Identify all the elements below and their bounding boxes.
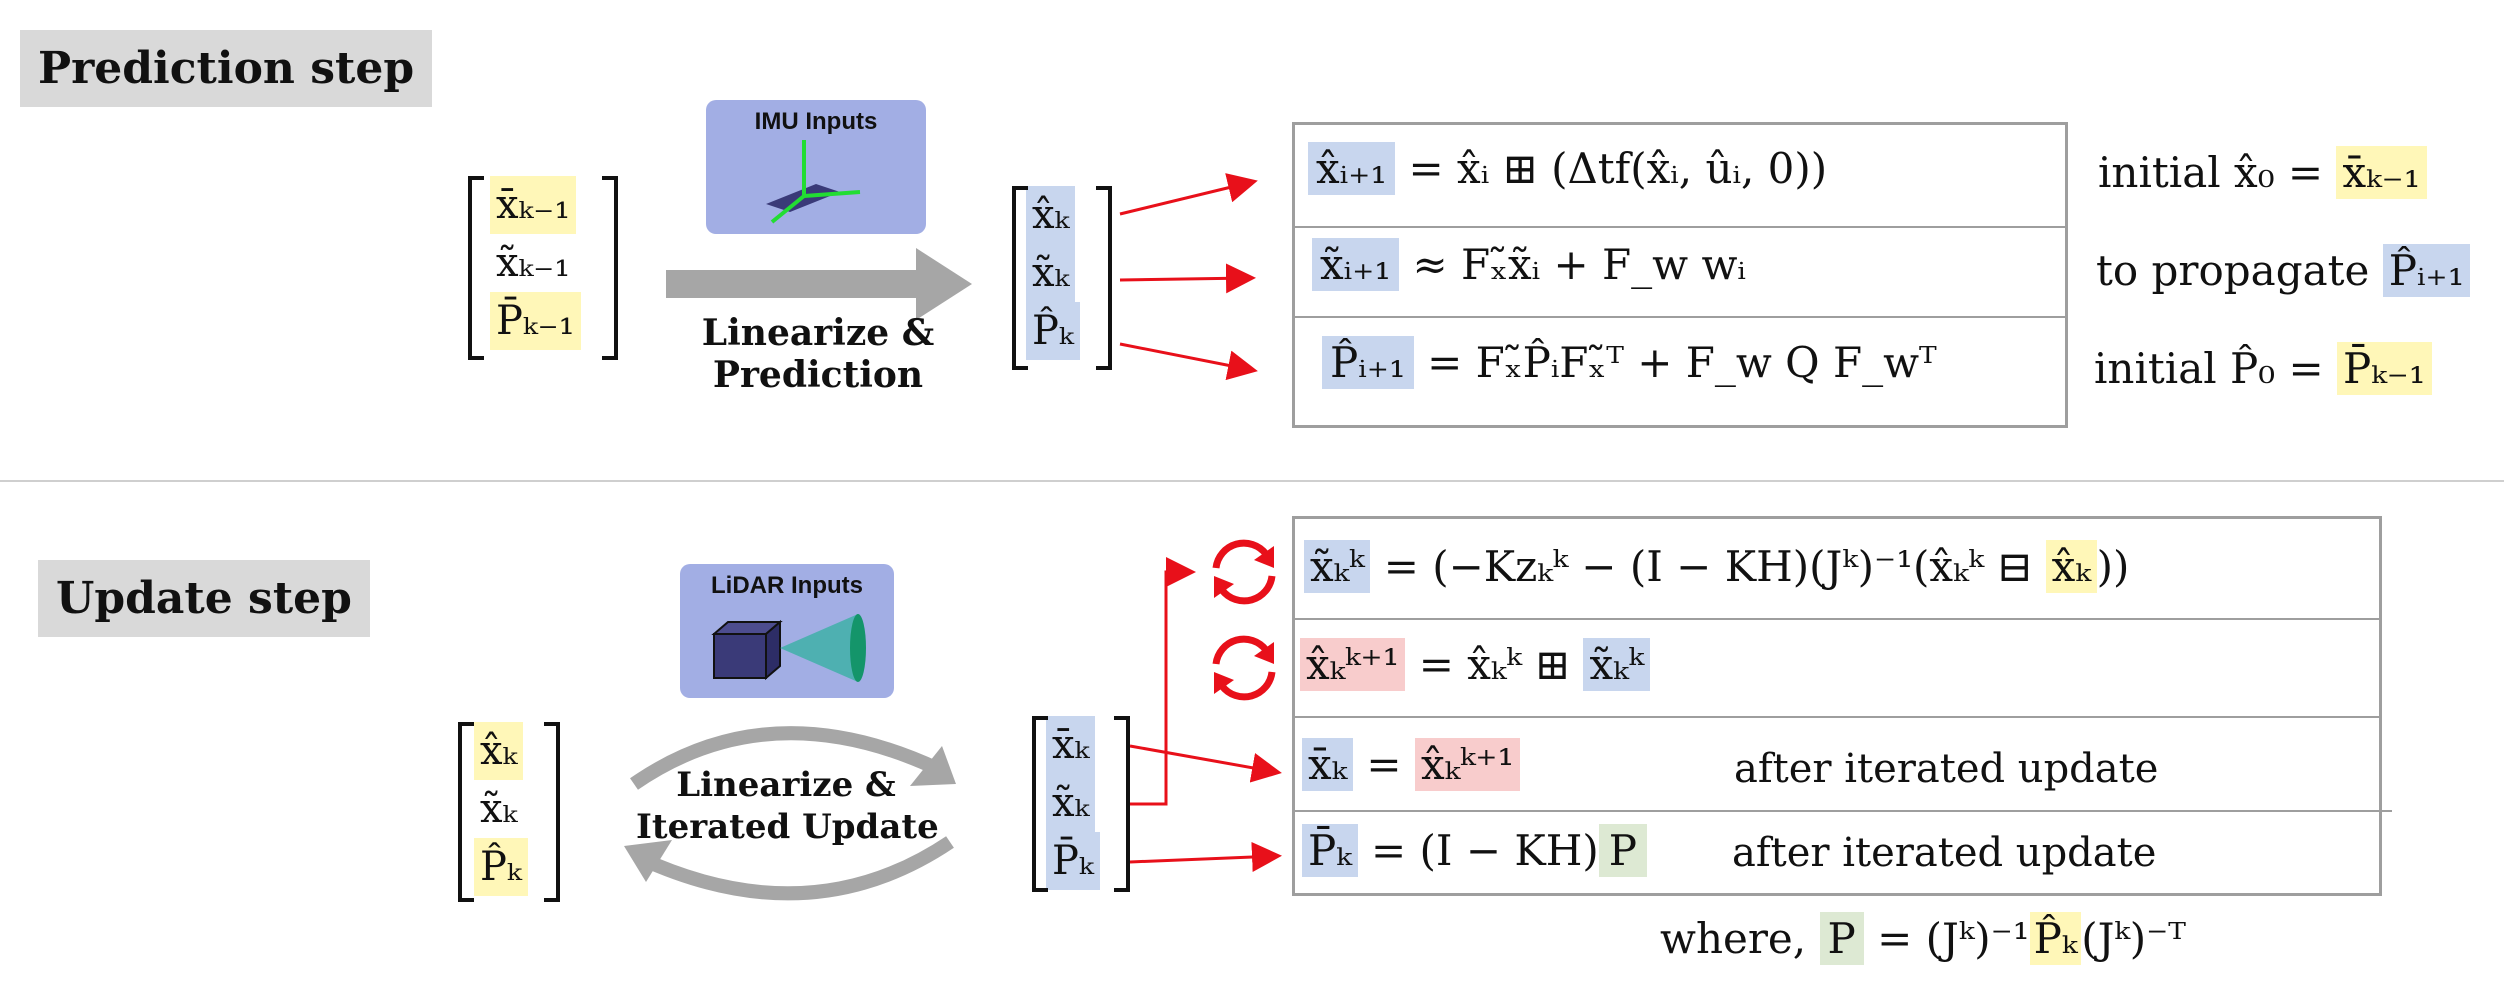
update-eq-covariance: P̄ₖ = (I − KH)P — [1302, 824, 1648, 877]
matrix-entry: P̄ₖ₋₁ — [490, 292, 581, 350]
arrow-to-eq1 — [1119, 173, 1258, 216]
prediction-eq-covariance: P̂ᵢ₊₁ = Fₓ̃P̂ᵢFₓ̃ᵀ + F_w Q F_wᵀ — [1322, 336, 1937, 389]
lidar-inputs-title: LiDAR Inputs — [711, 572, 863, 599]
matrix-entry: P̄ₖ — [1046, 832, 1100, 890]
note-highlight: P̂ᵢ₊₁ — [2382, 244, 2471, 297]
matrix-entry: P̂ₖ — [474, 838, 528, 896]
prediction-step-label: Prediction step — [20, 30, 433, 108]
eq-rhs: = (I − KH) — [1370, 826, 1599, 875]
prediction-eq-error-state: x̃ᵢ₊₁ ≈ Fₓ̃x̃ᵢ + F_w wᵢ — [1312, 238, 1746, 291]
eq-highlight: P — [1598, 824, 1648, 877]
prediction-note-initial-cov: initial P̂₀ = P̄ₖ₋₁ — [2094, 342, 2432, 395]
eq-rhs: = Fₓ̃P̂ᵢFₓ̃ᵀ + F_w Q F_wᵀ — [1427, 338, 1937, 387]
prediction-equation-box — [1292, 122, 2068, 428]
row-divider — [1292, 316, 2068, 318]
prediction-caption: Linearize & Prediction — [676, 312, 960, 396]
prediction-note-initial-state: initial x̂₀ = x̄ₖ₋₁ — [2098, 146, 2427, 199]
matrix-entry: x̃ₖ — [1026, 244, 1076, 302]
matrix-entry: x̄ₖ₋₁ — [490, 176, 577, 234]
caption-line: Linearize & — [701, 312, 935, 354]
row-divider — [1292, 810, 2392, 812]
row-divider — [1292, 226, 2068, 228]
lidar-sensor-box: LiDAR Inputs — [680, 564, 894, 698]
note-text: initial P̂₀ = — [2094, 344, 2324, 393]
where-highlight: P̂ₖ — [2029, 912, 2082, 965]
eq-lhs: x̂ₖᵏ⁺¹ — [1300, 638, 1406, 691]
eq-lhs: x̂ᵢ₊₁ — [1308, 142, 1396, 195]
matrix-entry: x̃ₖ — [1046, 774, 1096, 832]
eq-highlight: x̃ₖᵏ — [1583, 638, 1650, 691]
eq-lhs: P̂ᵢ₊₁ — [1322, 336, 1414, 389]
where-text: = (Jᵏ)⁻¹ — [1877, 914, 2030, 963]
row-divider — [1292, 618, 2382, 620]
arrow-to-eq3 — [1119, 342, 1258, 381]
eq-rhs: = x̂ᵢ ⊞ (Δtf(x̂ᵢ, ûᵢ, 0)) — [1408, 144, 1828, 193]
eq-lhs: x̄ₖ — [1302, 738, 1354, 791]
iteration-loop-icon — [1212, 539, 1276, 605]
row-divider — [1292, 716, 2382, 718]
imu-inputs-title: IMU Inputs — [754, 108, 878, 135]
eq-lhs: x̃ₖᵏ — [1304, 540, 1371, 593]
eq-rhs: ≈ Fₓ̃x̃ᵢ + F_w wᵢ — [1412, 240, 1746, 289]
eq-lhs: P̄ₖ — [1302, 824, 1358, 877]
update-note-covariance: after iterated update — [1732, 830, 2157, 876]
prediction-flow-arrow — [666, 248, 972, 320]
iteration-loop-icon — [1212, 635, 1276, 701]
arrow-to-update-eq4 — [1129, 841, 1282, 872]
note-text: initial x̂₀ = — [2098, 148, 2324, 197]
eq-rhs: = x̂ₖᵏ ⊞ — [1418, 640, 1571, 689]
update-equation-box — [1292, 516, 2382, 896]
lidar-icon — [711, 614, 866, 682]
matrix-entry: x̄ₖ — [1046, 716, 1096, 774]
eq-highlight: x̂ₖᵏ⁺¹ — [1414, 738, 1521, 791]
arrow-to-update-eq1 — [1130, 557, 1196, 806]
eq-rhs: = (−Kzₖᵏ − (I − KH)(Jᵏ)⁻¹(x̂ₖᵏ ⊟ — [1383, 542, 2033, 591]
update-caption: Linearize & Iterated Update — [636, 764, 939, 848]
iterated-update-loop-arrows — [624, 726, 956, 901]
imu-axes-icon — [766, 140, 861, 224]
update-eq-error-state: x̃ₖᵏ = (−Kzₖᵏ − (I − KH)(Jᵏ)⁻¹(x̂ₖᵏ ⊟ x̂… — [1304, 540, 2130, 593]
prediction-note-propagate: to propagate P̂ᵢ₊₁ — [2096, 244, 2471, 297]
eq-highlight: x̂ₖ — [2045, 540, 2097, 593]
update-output-matrix: x̄ₖ x̃ₖ P̄ₖ — [1032, 716, 1130, 892]
where-highlight: P — [1819, 912, 1864, 965]
caption-line: Iterated Update — [636, 807, 939, 847]
eq-rhs: = — [1366, 740, 1402, 789]
matrix-entry: x̂ₖ — [1026, 186, 1076, 244]
section-divider — [0, 480, 2504, 482]
arrow-to-eq2 — [1119, 263, 1256, 294]
eq-rhs-end: )) — [2096, 542, 2130, 591]
arrow-to-update-eq3 — [1129, 744, 1282, 783]
prediction-input-matrix: x̄ₖ₋₁ x̃ₖ₋₁ P̄ₖ₋₁ — [468, 176, 618, 360]
matrix-entry: x̃ₖ₋₁ — [496, 240, 571, 286]
matrix-entry: x̂ₖ — [474, 722, 524, 780]
prediction-eq-state: x̂ᵢ₊₁ = x̂ᵢ ⊞ (Δtf(x̂ᵢ, ûᵢ, 0)) — [1308, 142, 1828, 195]
note-highlight: x̄ₖ₋₁ — [2336, 146, 2427, 199]
matrix-entry: P̂ₖ — [1026, 302, 1080, 360]
update-input-matrix: x̂ₖ x̃ₖ P̂ₖ — [458, 722, 560, 902]
note-text: to propagate — [2096, 246, 2370, 295]
prediction-output-matrix: x̂ₖ x̃ₖ P̂ₖ — [1012, 186, 1112, 370]
caption-line: Prediction — [712, 354, 924, 396]
update-eq-state-iter: x̂ₖᵏ⁺¹ = x̂ₖᵏ ⊞ x̃ₖᵏ — [1300, 638, 1650, 691]
caption-line: Linearize & — [676, 765, 896, 805]
matrix-entry: x̃ₖ — [480, 786, 518, 832]
imu-sensor-box: IMU Inputs — [706, 100, 926, 234]
update-eq-state-final: x̄ₖ = x̂ₖᵏ⁺¹ — [1302, 738, 1521, 791]
where-text: (Jᵏ)⁻ᵀ — [2081, 914, 2186, 963]
where-text: where, — [1660, 914, 1807, 963]
eq-lhs: x̃ᵢ₊₁ — [1312, 238, 1400, 291]
update-step-label: Update step — [38, 560, 370, 638]
update-where-clause: where, P = (Jᵏ)⁻¹P̂ₖ(Jᵏ)⁻ᵀ — [1660, 912, 2186, 965]
note-highlight: P̄ₖ₋₁ — [2337, 342, 2432, 395]
update-note-state: after iterated update — [1734, 746, 2159, 792]
